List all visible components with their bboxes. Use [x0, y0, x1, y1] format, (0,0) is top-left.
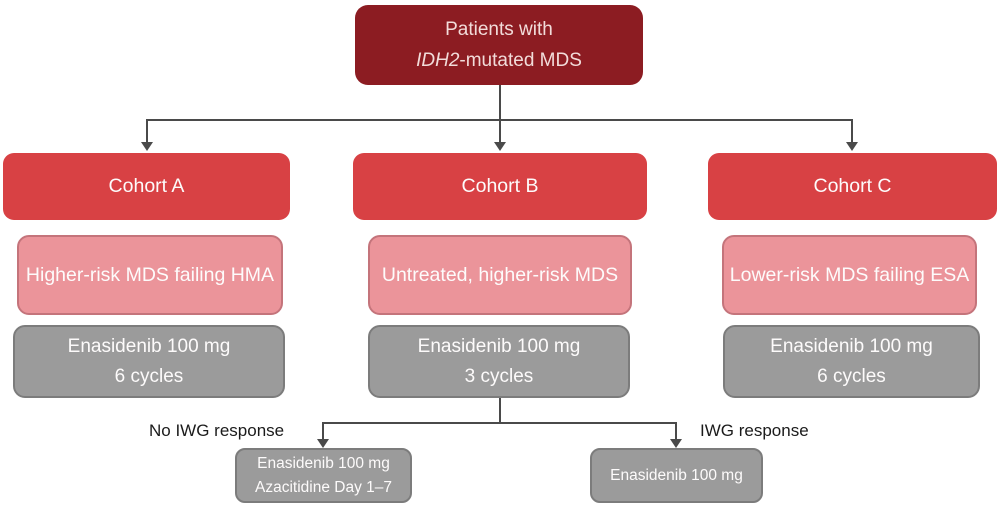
root-node-gene: IDH2	[416, 50, 460, 71]
connector-drop-response	[675, 422, 677, 440]
root-node-line2: IDH2-mutated MDS	[416, 45, 582, 76]
arrow-down-icon	[317, 439, 329, 448]
iwg-response-label: IWG response	[700, 421, 809, 440]
arrow-down-icon	[141, 142, 153, 151]
cohort-b-node: Cohort B	[353, 153, 647, 220]
response-treatment-node: Enasidenib 100 mg	[590, 448, 763, 503]
cohort-c-treatment-drug: Enasidenib 100 mg	[770, 335, 933, 357]
cohort-b-treatment-duration: 3 cycles	[464, 365, 534, 387]
root-node-line1: Patients with	[445, 19, 553, 40]
no-iwg-response-label: No IWG response	[149, 421, 285, 440]
cohort-a-treatment-drug: Enasidenib 100 mg	[67, 335, 231, 357]
root-node-line2-rest: -mutated MDS	[459, 50, 582, 71]
cohort-a-title: Cohort A	[108, 175, 185, 197]
connector-root-stem	[499, 85, 501, 120]
connector-drop-cohort-a	[146, 119, 148, 143]
connector-cohort-b-stem	[499, 398, 501, 424]
cohort-c-title: Cohort C	[813, 175, 892, 197]
arrow-down-icon	[846, 142, 858, 151]
cohort-c-population-text: Lower-risk MDS failing ESA	[729, 263, 970, 286]
response-treatment-line1: Enasidenib 100 mg	[610, 466, 743, 484]
cohort-c-population-node: Lower-risk MDS failing ESA	[722, 235, 977, 315]
cohort-b-population-text: Untreated, higher-risk MDS	[381, 263, 619, 286]
arrow-down-icon	[670, 439, 682, 448]
cohort-a-treatment-duration: 6 cycles	[114, 365, 184, 387]
cohort-c-treatment-node: Enasidenib 100 mg 6 cycles	[723, 325, 980, 398]
connector-drop-cohort-b	[499, 119, 501, 143]
cohort-a-node: Cohort A	[3, 153, 290, 220]
cohort-b-treatment-drug: Enasidenib 100 mg	[417, 335, 581, 357]
no-response-treatment-node: Enasidenib 100 mg Azacitidine Day 1–7	[235, 448, 412, 503]
connector-drop-no-response	[322, 422, 324, 440]
cohort-a-treatment-node: Enasidenib 100 mg 6 cycles	[13, 325, 285, 398]
no-response-treatment-line1: Enasidenib 100 mg	[257, 454, 390, 472]
cohort-b-treatment-node: Enasidenib 100 mg 3 cycles	[368, 325, 630, 398]
cohort-a-population-text: Higher-risk MDS failing HMA	[25, 263, 275, 286]
cohort-b-population-node: Untreated, higher-risk MDS	[368, 235, 632, 315]
connector-drop-cohort-c	[851, 119, 853, 143]
cohort-b-title: Cohort B	[461, 175, 539, 197]
arrow-down-icon	[494, 142, 506, 151]
cohort-c-node: Cohort C	[708, 153, 997, 220]
no-response-treatment-line2: Azacitidine Day 1–7	[255, 478, 392, 496]
cohort-c-treatment-duration: 6 cycles	[817, 365, 886, 387]
cohort-a-population-node: Higher-risk MDS failing HMA	[17, 235, 283, 315]
connector-cohort-b-branch-bar	[322, 422, 677, 424]
root-node: Patients with IDH2-mutated MDS	[355, 5, 643, 85]
